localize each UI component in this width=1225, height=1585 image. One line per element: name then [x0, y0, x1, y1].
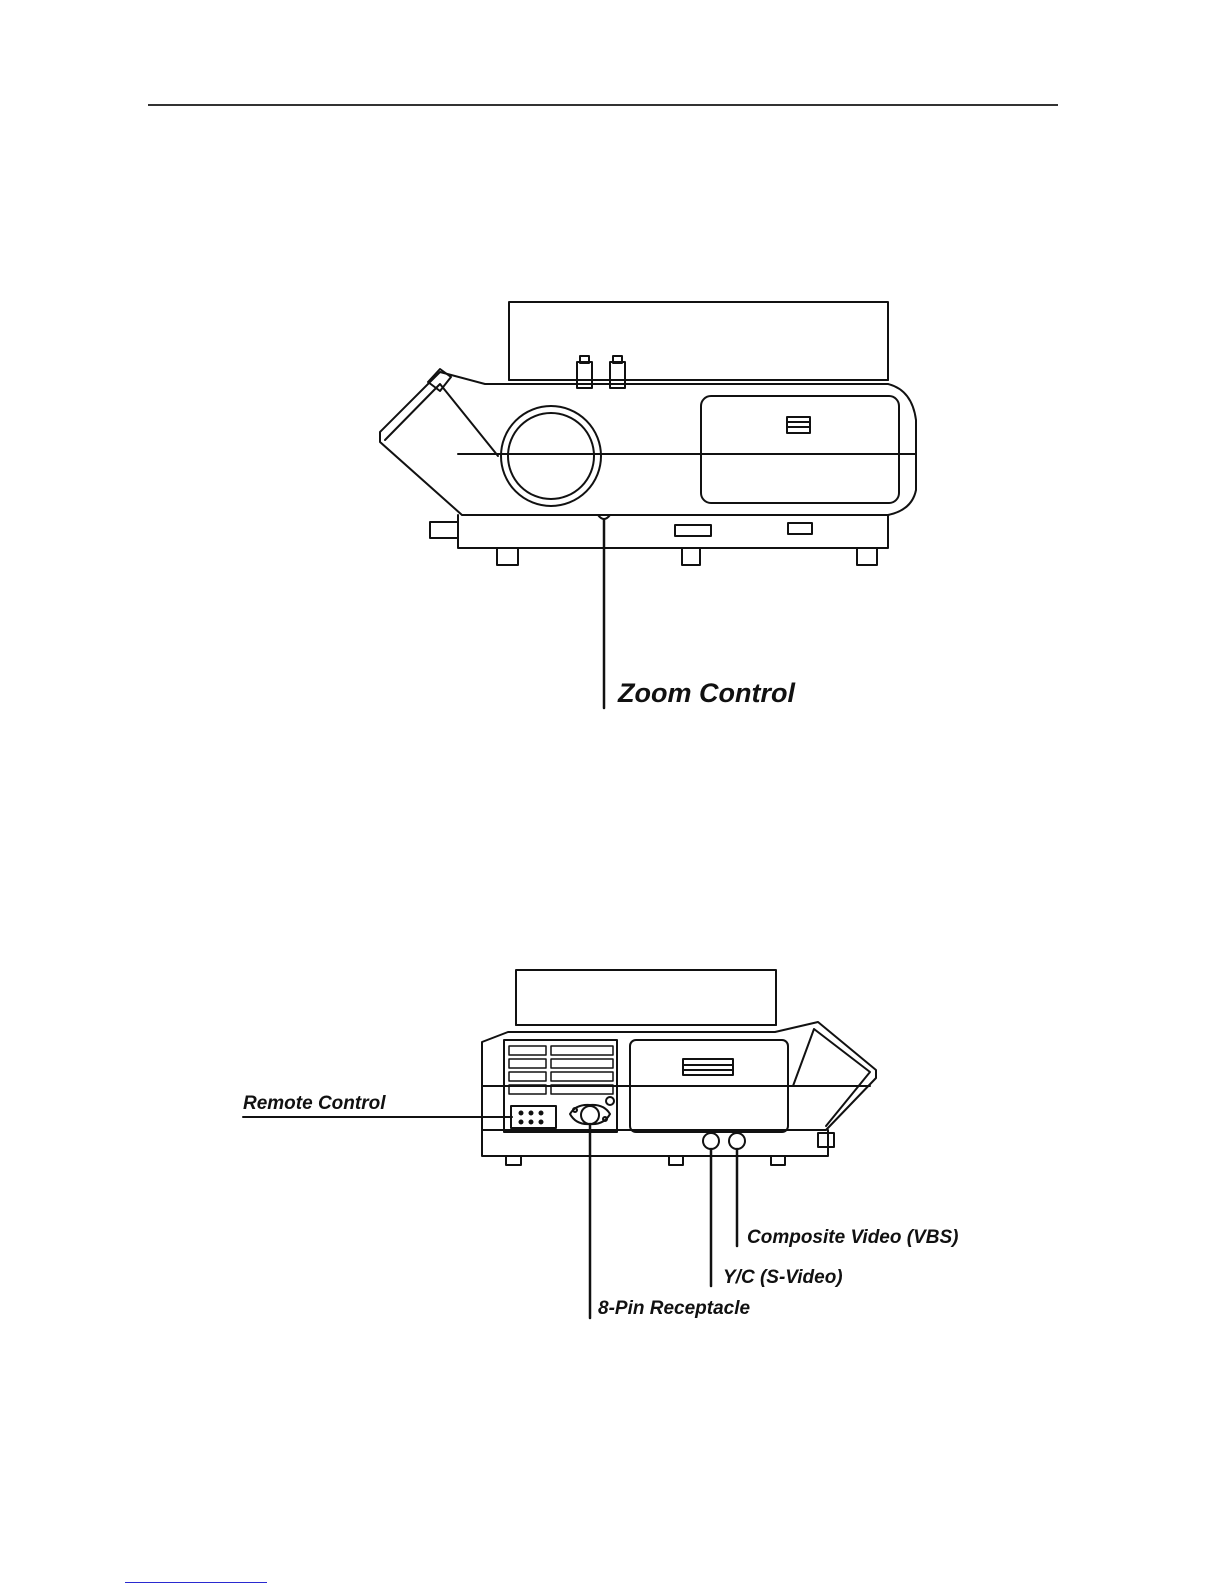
rear-top-cover [516, 970, 776, 1025]
eight-pin-receptacle-icon [570, 1097, 614, 1124]
yc-svideo-label: Y/C (S-Video) [723, 1267, 843, 1289]
remote-control-jack-icon [511, 1106, 556, 1128]
side-panel [701, 396, 899, 503]
projector-front-view [380, 302, 916, 708]
zoom-control-label: Zoom Control [618, 678, 795, 709]
bottom-link-rule [125, 1582, 267, 1583]
vent-slot-icon [787, 417, 810, 433]
yc-svideo-jack-icon [703, 1133, 719, 1149]
lens-icon [501, 406, 601, 506]
rear-base [482, 1130, 828, 1156]
composite-video-label: Composite Video (VBS) [747, 1227, 958, 1249]
rear-knob-icon [430, 522, 458, 538]
rear-vent-slot-icon [683, 1059, 733, 1075]
eight-pin-receptacle-label: 8-Pin Receptacle [598, 1298, 750, 1320]
composite-video-jack-icon [729, 1133, 745, 1149]
body-outline [380, 372, 916, 515]
projector-rear-view [243, 970, 876, 1318]
top-cover [509, 302, 888, 380]
base [458, 515, 888, 548]
remote-control-label: Remote Control [243, 1093, 386, 1115]
rear-knob-icon [818, 1133, 834, 1147]
